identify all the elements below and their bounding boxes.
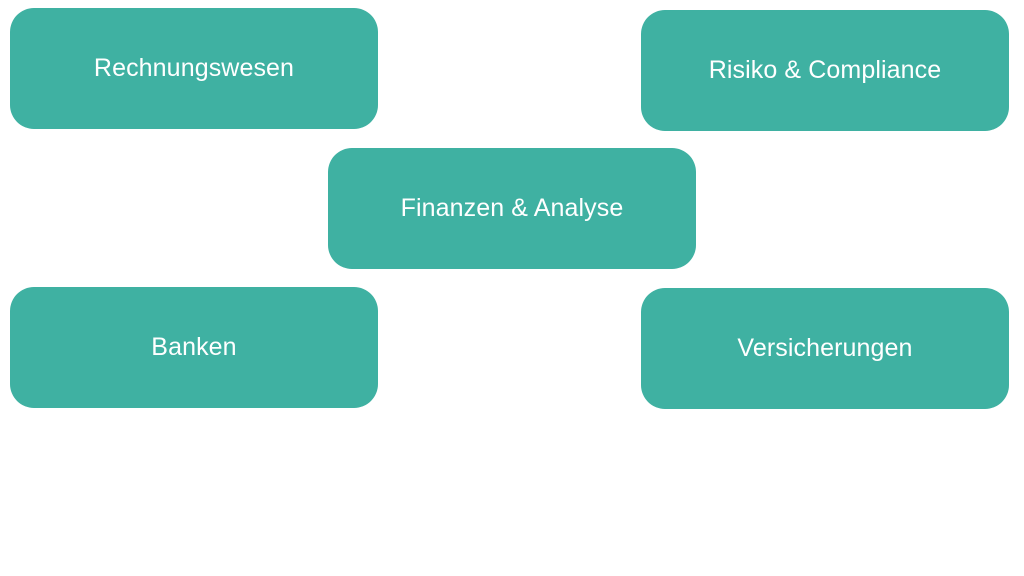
node-label-banken: Banken	[151, 333, 237, 361]
node-finanzen-analyse: Finanzen & Analyse	[328, 148, 696, 269]
node-versicherungen: Versicherungen	[641, 288, 1009, 409]
node-label-rechnungswesen: Rechnungswesen	[93, 54, 295, 82]
node-label-versicherungen: Versicherungen	[737, 334, 913, 362]
node-banken: Banken	[10, 287, 378, 408]
node-rechnungswesen: Rechnungswesen	[10, 8, 378, 129]
node-label-risiko-compliance: Risiko & Compliance	[708, 56, 942, 84]
node-risiko-compliance: Risiko & Compliance	[641, 10, 1009, 131]
node-label-finanzen-analyse: Finanzen & Analyse	[400, 194, 624, 222]
